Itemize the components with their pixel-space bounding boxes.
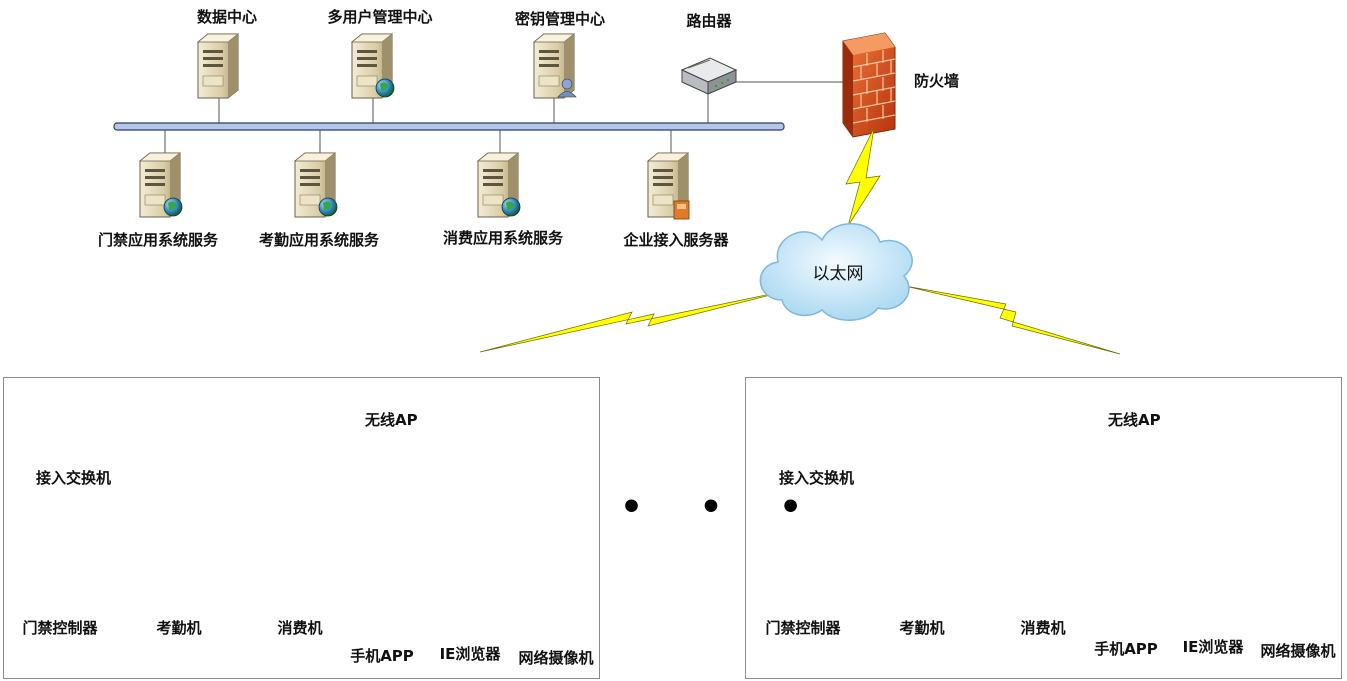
router-icon bbox=[680, 57, 738, 95]
site-panel-1 bbox=[3, 377, 600, 679]
server-label-consume-service: 消费应用系统服务 bbox=[442, 229, 564, 247]
device-label-mobile-app: 手机APP bbox=[350, 647, 414, 665]
ellipsis: • • • bbox=[620, 487, 825, 528]
server-icon bbox=[646, 152, 690, 220]
device-label-attendance-machine: 考勤机 bbox=[899, 619, 945, 637]
switch-label: 接入交换机 bbox=[36, 469, 112, 487]
router-label: 路由器 bbox=[686, 12, 732, 30]
server-icon bbox=[196, 33, 240, 99]
backbone-bus bbox=[113, 122, 785, 131]
ap-label: 无线AP bbox=[365, 411, 418, 429]
server-icon bbox=[476, 152, 521, 218]
device-label-ip-camera: 网络摄像机 bbox=[518, 649, 594, 667]
server-label-data-center: 数据中心 bbox=[196, 8, 258, 26]
bolt-cloud-left bbox=[479, 289, 791, 353]
device-label-mobile-app: 手机APP bbox=[1094, 640, 1158, 658]
bus-connectors bbox=[164, 81, 843, 153]
user-icon bbox=[557, 78, 577, 98]
switch-label: 接入交换机 bbox=[779, 469, 855, 487]
server-icon bbox=[138, 152, 183, 218]
server-icon bbox=[350, 33, 395, 99]
device-label-attendance-machine: 考勤机 bbox=[156, 619, 202, 637]
device-label-access-controller: 门禁控制器 bbox=[765, 619, 841, 637]
device-label-ie-browser: IE浏览器 bbox=[1182, 638, 1244, 656]
site-panel-2 bbox=[745, 377, 1342, 679]
cloud-label: 以太网 bbox=[812, 264, 864, 284]
server-label-multi-user-center: 多用户管理中心 bbox=[327, 8, 433, 26]
firewall-icon bbox=[842, 32, 896, 138]
ap-label: 无线AP bbox=[1108, 411, 1161, 429]
ethernet-cloud-icon bbox=[759, 223, 913, 321]
server-icon bbox=[293, 152, 338, 218]
server-label-enterprise-access: 企业接入服务器 bbox=[623, 231, 729, 249]
device-label-pos-machine: 消费机 bbox=[1020, 619, 1066, 637]
bolt-firewall-cloud bbox=[845, 127, 881, 227]
device-label-ip-camera: 网络摄像机 bbox=[1260, 642, 1336, 660]
server-icon bbox=[532, 33, 577, 99]
server-label-key-center: 密钥管理中心 bbox=[514, 10, 606, 28]
bolt-cloud-right bbox=[904, 285, 1121, 355]
server-label-attendance-service: 考勤应用系统服务 bbox=[258, 231, 380, 249]
firewall-label: 防火墙 bbox=[914, 72, 960, 90]
server-label-access-service: 门禁应用系统服务 bbox=[97, 231, 219, 249]
device-label-access-controller: 门禁控制器 bbox=[22, 619, 98, 637]
module-icon bbox=[673, 200, 690, 220]
device-label-ie-browser: IE浏览器 bbox=[439, 645, 501, 663]
device-label-pos-machine: 消费机 bbox=[277, 619, 323, 637]
